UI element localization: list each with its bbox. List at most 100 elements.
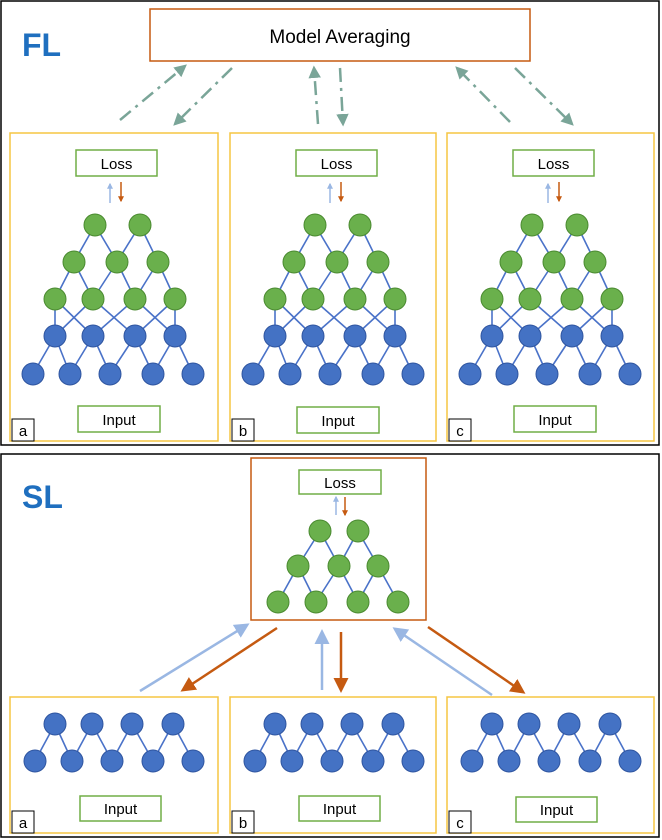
sl-server-loss-box bbox=[298, 469, 382, 495]
blue-node bbox=[578, 749, 602, 773]
model-averaging-box bbox=[149, 8, 531, 62]
fl-arrow-down-b bbox=[336, 67, 349, 127]
green-node bbox=[383, 287, 407, 311]
blue-node bbox=[495, 362, 519, 386]
sl-client-c: Input c bbox=[446, 696, 655, 834]
fl-client-c-box bbox=[446, 132, 655, 442]
sl-client-b-tag: b bbox=[239, 815, 247, 832]
green-node bbox=[105, 250, 129, 274]
blue-node bbox=[618, 362, 642, 386]
green-node bbox=[346, 590, 370, 614]
green-node bbox=[499, 250, 523, 274]
blue-node bbox=[263, 712, 287, 736]
fl-client-c-loss-box bbox=[512, 149, 595, 177]
fl-client-b-network bbox=[241, 213, 425, 386]
sl-client-a-tag: a bbox=[19, 815, 28, 832]
green-node bbox=[480, 287, 504, 311]
green-node bbox=[518, 287, 542, 311]
fl-client-c-input-label: Input bbox=[538, 412, 572, 429]
blue-node bbox=[343, 324, 367, 348]
sl-client-b-tag-box bbox=[231, 810, 255, 834]
blue-node bbox=[460, 749, 484, 773]
green-node bbox=[542, 250, 566, 274]
blue-node bbox=[43, 712, 67, 736]
blue-node bbox=[578, 362, 602, 386]
blue-node bbox=[58, 362, 82, 386]
fl-arrow-up-a bbox=[119, 64, 187, 121]
blue-node bbox=[163, 324, 187, 348]
green-node bbox=[583, 250, 607, 274]
fl-client-b-box bbox=[229, 132, 437, 442]
green-node bbox=[304, 590, 328, 614]
green-node bbox=[123, 287, 147, 311]
green-node bbox=[83, 213, 107, 237]
blue-node bbox=[458, 362, 482, 386]
blue-node bbox=[301, 324, 325, 348]
sl-client-c-network bbox=[460, 712, 642, 773]
sl-arrow-down-a bbox=[180, 626, 278, 692]
blue-node bbox=[361, 362, 385, 386]
sl-client-b-input-box bbox=[298, 795, 381, 822]
green-node bbox=[520, 213, 544, 237]
fl-arrow-up-b bbox=[308, 65, 321, 125]
blue-node bbox=[141, 749, 165, 773]
blue-node bbox=[618, 749, 642, 773]
green-node bbox=[43, 287, 67, 311]
fl-arrow-down-a bbox=[173, 67, 233, 126]
fl-client-a: Loss Input a bbox=[9, 132, 219, 442]
sl-client-c-input-box bbox=[515, 796, 598, 823]
sl-arrow-down-c bbox=[427, 625, 526, 694]
blue-node bbox=[381, 712, 405, 736]
green-node bbox=[81, 287, 105, 311]
blue-node bbox=[598, 712, 622, 736]
green-node bbox=[301, 287, 325, 311]
sl-arrow-up-c bbox=[392, 627, 493, 697]
green-node bbox=[348, 213, 372, 237]
green-node bbox=[263, 287, 287, 311]
blue-node bbox=[141, 362, 165, 386]
blue-node bbox=[21, 362, 45, 386]
model-averaging-label: Model Averaging bbox=[269, 27, 410, 48]
green-node bbox=[600, 287, 624, 311]
green-node bbox=[366, 250, 390, 274]
fl-arrow-up-c bbox=[455, 66, 511, 123]
sl-client-b-network bbox=[243, 712, 425, 773]
sl-client-b-input-label: Input bbox=[323, 801, 357, 818]
blue-node bbox=[181, 749, 205, 773]
fl-client-a-network bbox=[21, 213, 205, 386]
blue-node bbox=[537, 749, 561, 773]
green-node bbox=[343, 287, 367, 311]
fl-client-b-input-box bbox=[296, 406, 380, 434]
blue-node bbox=[480, 712, 504, 736]
blue-node bbox=[480, 324, 504, 348]
blue-node bbox=[81, 324, 105, 348]
fl-client-c-tag: c bbox=[456, 423, 464, 440]
sl-client-a-input-box bbox=[79, 795, 162, 822]
green-node bbox=[62, 250, 86, 274]
sl-client-c-tag: c bbox=[456, 815, 464, 832]
blue-node bbox=[98, 362, 122, 386]
blue-node bbox=[560, 324, 584, 348]
sl-title: SL bbox=[22, 479, 63, 515]
green-node bbox=[327, 554, 351, 578]
green-node bbox=[282, 250, 306, 274]
fl-client-a-input-box bbox=[77, 405, 161, 433]
fl-client-b: Loss Input b bbox=[229, 132, 437, 442]
fl-client-a-tag-box bbox=[11, 418, 35, 442]
blue-node bbox=[123, 324, 147, 348]
green-node bbox=[128, 213, 152, 237]
blue-node bbox=[300, 712, 324, 736]
fl-title: FL bbox=[22, 27, 61, 63]
blue-node bbox=[23, 749, 47, 773]
sl-client-b: Input b bbox=[229, 696, 437, 834]
sl-client-a-input-label: Input bbox=[104, 801, 138, 818]
blue-node bbox=[43, 324, 67, 348]
blue-node bbox=[600, 324, 624, 348]
sl-client-c-input-label: Input bbox=[540, 802, 574, 819]
blue-node bbox=[60, 749, 84, 773]
sl-client-a-network bbox=[23, 712, 205, 773]
fl-client-c-input-box bbox=[513, 405, 597, 433]
blue-node bbox=[401, 362, 425, 386]
green-node bbox=[303, 213, 327, 237]
